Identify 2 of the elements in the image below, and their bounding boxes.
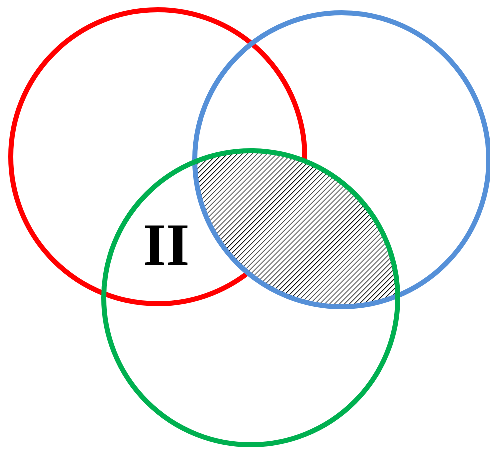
venn-circle	[102, 148, 400, 448]
region-label: II	[143, 215, 190, 275]
